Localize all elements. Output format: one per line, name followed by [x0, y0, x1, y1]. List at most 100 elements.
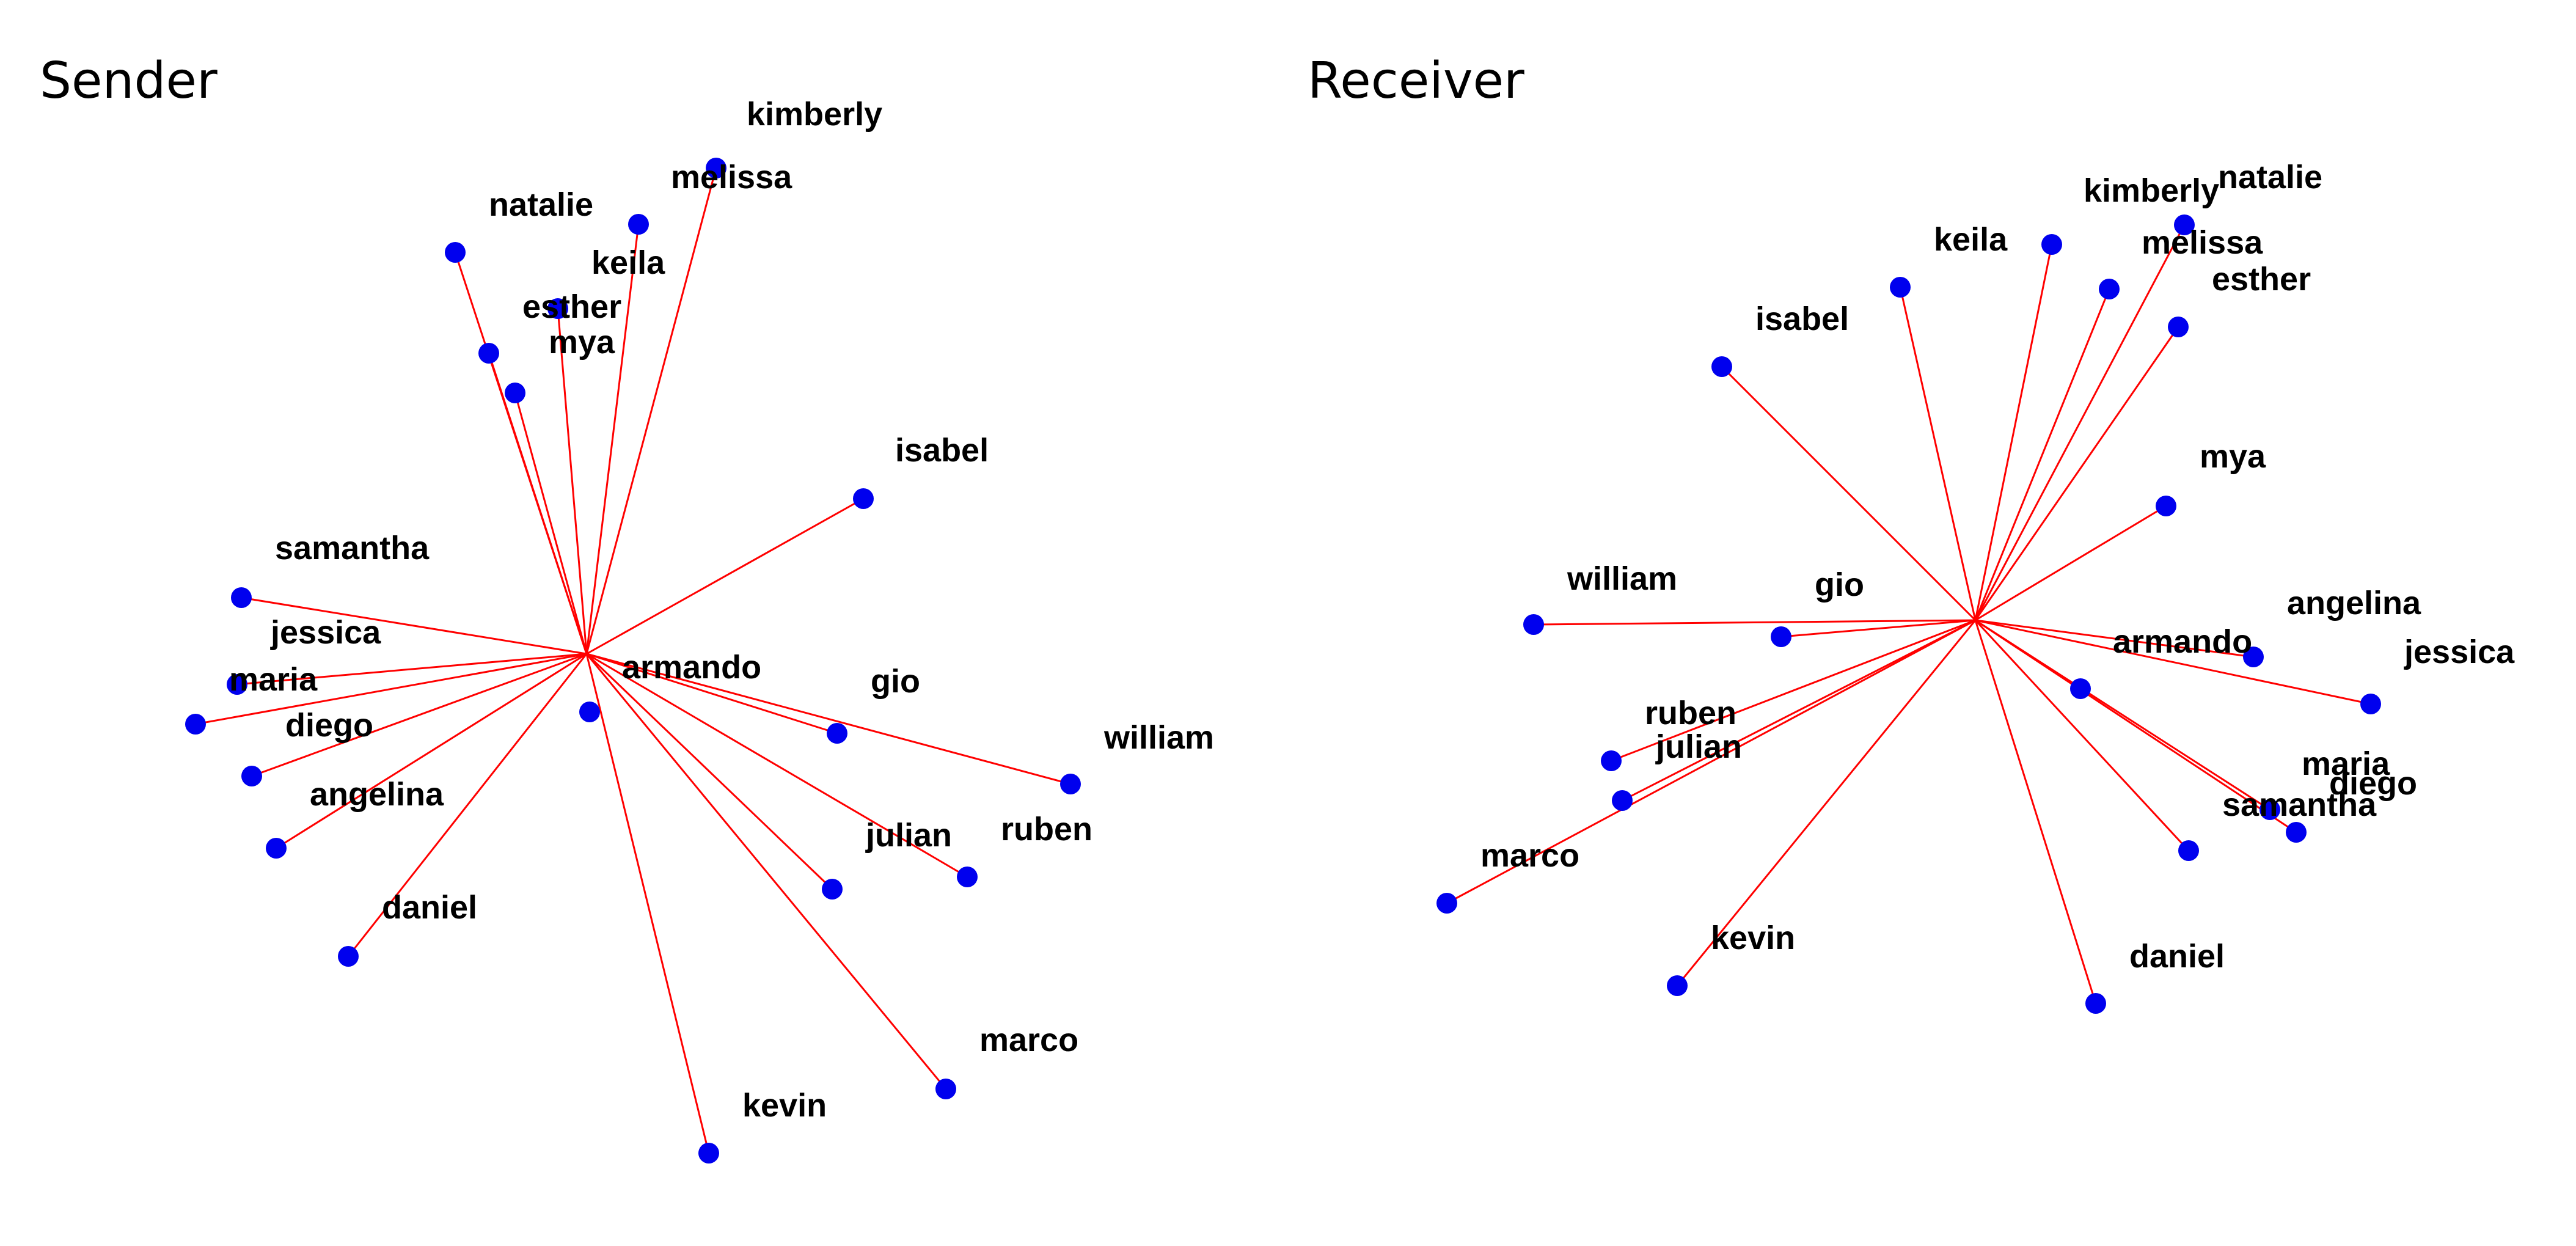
sender-edge-armando-melissa: [585, 224, 640, 654]
sender-node-ruben: [957, 867, 978, 887]
sender-edge-armando-diego: [251, 653, 587, 777]
sender-edge-armando-samantha: [241, 596, 587, 655]
receiver-label-diego: diego: [2329, 765, 2417, 802]
receiver-node-samantha: [2178, 840, 2199, 861]
sender-label-daniel: daniel: [382, 889, 477, 926]
sender-label-natalie: natalie: [489, 186, 593, 223]
sender-edge-armando-angelina: [276, 653, 587, 849]
receiver-panel-title: Receiver: [1308, 52, 1524, 110]
sender-node-julian: [822, 879, 843, 900]
receiver-node-daniel: [2085, 993, 2106, 1014]
sender-label-maria: maria: [229, 661, 318, 698]
sender-node-mya: [505, 383, 525, 403]
receiver-label-natalie: natalie: [2218, 159, 2322, 196]
sender-edge-armando-ruben: [586, 653, 968, 878]
sender-node-melissa: [628, 214, 649, 235]
receiver-edge-armando-marco: [1446, 619, 1976, 904]
receiver-label-daniel: daniel: [2129, 938, 2225, 975]
sender-edge-armando-william: [586, 653, 1071, 785]
sender-edge-armando-gio: [586, 653, 838, 735]
receiver-edge-armando-gio: [1780, 619, 1976, 638]
sender-edge-armando-daniel: [347, 653, 588, 957]
sender-label-mya: mya: [549, 324, 615, 361]
labels-layer: armandokimberlymelissanataliekeilaesther…: [229, 96, 2515, 1124]
sender-label-marco: marco: [979, 1022, 1078, 1058]
receiver-node-angelina: [2243, 647, 2264, 667]
receiver-edge-armando-mya: [1975, 505, 2167, 621]
receiver-label-marco: marco: [1480, 837, 1579, 874]
sender-node-kevin: [698, 1143, 719, 1164]
receiver-label-kevin: kevin: [1711, 920, 1795, 956]
sender-label-william: william: [1103, 719, 1214, 756]
receiver-edge-armando-samantha: [1974, 619, 2190, 852]
receiver-edge-armando-angelina: [1975, 619, 2254, 658]
receiver-node-keila: [1890, 277, 1911, 298]
sender-edge-armando-esther: [488, 353, 588, 654]
sender-node-maria: [185, 714, 206, 735]
receiver-edge-armando-jessica: [1975, 619, 2371, 705]
sender-node-armando: [579, 702, 600, 722]
receiver-edge-armando-kimberly: [1974, 244, 2053, 621]
receiver-node-isabel: [1711, 356, 1732, 377]
receiver-label-angelina: angelina: [2287, 585, 2421, 621]
sender-edge-armando-mya: [514, 392, 588, 654]
receiver-edge-armando-isabel: [1721, 365, 1977, 621]
receiver-label-ruben: ruben: [1645, 695, 1736, 731]
receiver-label-esther: esther: [2212, 261, 2311, 298]
sender-edge-armando-kimberly: [585, 167, 717, 654]
sender-label-samantha: samantha: [275, 530, 430, 566]
sender-node-william: [1060, 774, 1081, 794]
receiver-node-esther: [2168, 317, 2189, 337]
sender-node-diego: [241, 766, 262, 786]
sender-label-armando: armando: [622, 649, 761, 686]
receiver-node-kevin: [1667, 975, 1688, 996]
receiver-edge-armando-maria: [1975, 619, 2270, 811]
sender-node-samantha: [231, 587, 252, 608]
sender-edge-armando-marco: [585, 653, 947, 1090]
receiver-label-maria: maria: [2302, 746, 2390, 782]
receiver-node-jessica: [2360, 694, 2381, 714]
sender-panel-title: Sender: [40, 52, 218, 110]
nodes-layer: [185, 158, 2381, 1164]
sender-node-isabel: [853, 488, 874, 509]
sender-node-daniel: [338, 946, 359, 967]
receiver-node-diego: [2286, 822, 2307, 843]
receiver-edge-armando-ruben: [1611, 619, 1976, 762]
receiver-edge-armando-melissa: [1974, 288, 2110, 621]
receiver-node-melissa: [2099, 279, 2120, 299]
sender-label-diego: diego: [285, 707, 373, 744]
receiver-edge-armando-keila: [1899, 287, 1977, 621]
receiver-node-natalie: [2174, 214, 2195, 235]
sender-node-angelina: [266, 838, 287, 859]
sender-edge-armando-kevin: [585, 653, 710, 1154]
sender-edge-armando-keila: [557, 308, 588, 654]
receiver-label-keila: keila: [1934, 221, 2008, 258]
receiver-node-william: [1523, 614, 1544, 635]
receiver-label-samantha: samantha: [2222, 786, 2377, 823]
sender-label-kevin: kevin: [742, 1087, 827, 1124]
receiver-node-gio: [1771, 626, 1791, 647]
sender-node-keila: [547, 298, 568, 319]
sender-label-keila: keila: [591, 244, 665, 281]
receiver-edge-armando-kevin: [1676, 620, 1977, 986]
sender-edge-armando-isabel: [586, 497, 864, 655]
receiver-label-julian: julian: [1655, 728, 1742, 765]
edges-layer: [195, 167, 2371, 1154]
receiver-edge-armando-daniel: [1974, 620, 2097, 1004]
sender-edge-armando-julian: [585, 653, 833, 890]
receiver-node-armando: [2070, 678, 2091, 699]
sender-label-melissa: melissa: [671, 159, 792, 196]
receiver-edge-armando-esther: [1974, 326, 2179, 621]
sender-edge-armando-maria: [195, 653, 587, 725]
receiver-label-isabel: isabel: [1755, 301, 1849, 337]
sender-edge-armando-jessica: [236, 653, 587, 686]
sender-node-jessica: [227, 674, 247, 695]
receiver-node-julian: [1612, 790, 1633, 811]
receiver-node-mya: [2156, 496, 2176, 516]
sender-label-isabel: isabel: [895, 432, 989, 469]
receiver-edge-armando-william: [1533, 619, 1976, 626]
receiver-label-jessica: jessica: [2404, 634, 2515, 670]
receiver-node-maria: [2259, 799, 2280, 820]
sender-label-ruben: ruben: [1001, 811, 1092, 848]
sender-label-esther: esther: [522, 288, 621, 325]
